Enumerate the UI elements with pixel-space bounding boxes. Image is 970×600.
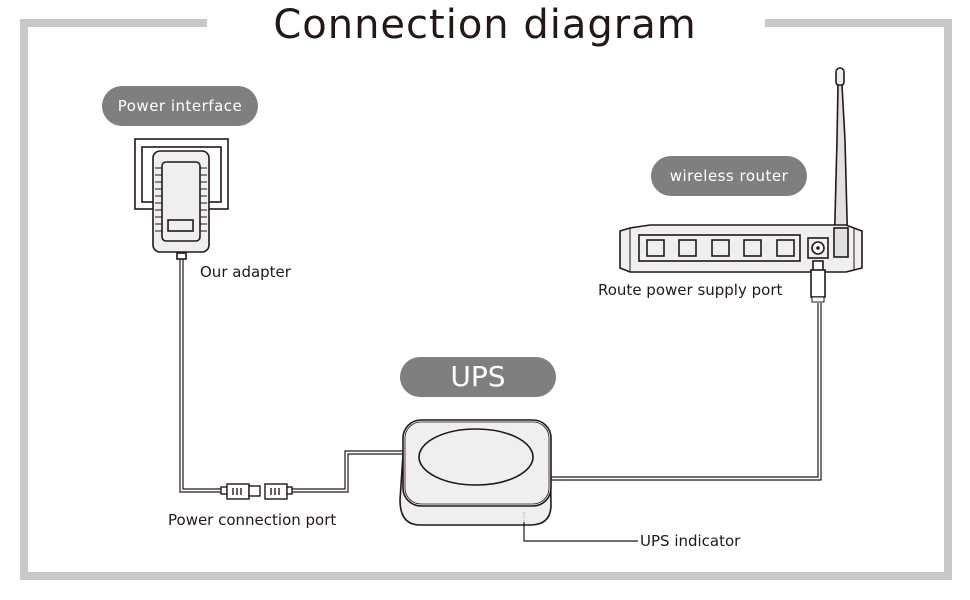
power-interface-badge: Power interface	[102, 86, 258, 126]
wireless-router-badge: wireless router	[651, 156, 807, 196]
connector-male	[226, 483, 250, 500]
our-adapter-label: Our adapter	[200, 263, 291, 281]
lan-port-3	[711, 239, 730, 257]
lan-port-4	[743, 239, 762, 257]
connector-female-tip	[286, 486, 293, 495]
antenna-base	[833, 227, 849, 258]
wireless-router	[619, 67, 863, 303]
adapter-grips	[155, 167, 207, 232]
power-connection-port	[220, 483, 293, 500]
ups-device	[399, 419, 552, 526]
ups-indicator-label: UPS indicator	[640, 532, 741, 550]
page-title: Connection diagram	[273, 2, 697, 48]
lan-port-2	[678, 239, 697, 257]
ups-badge: UPS	[400, 357, 556, 397]
adapter-window	[167, 219, 194, 232]
connector-male-tip	[220, 486, 228, 495]
antenna-top	[835, 67, 845, 87]
adapter-cable	[179, 259, 225, 493]
ups-input-cable	[292, 450, 404, 493]
connector-female	[264, 483, 288, 500]
frame	[20, 19, 952, 580]
power-adapter	[134, 138, 229, 260]
power-connection-port-label: Power connection port	[168, 511, 337, 529]
router-power-plug	[810, 269, 826, 298]
lan-port-5	[776, 239, 795, 257]
ups-output-cable	[551, 303, 822, 481]
adapter-plug-tip	[176, 252, 187, 260]
ups-indicator-leader	[523, 522, 638, 542]
ups-top-ellipse	[418, 428, 534, 486]
connector-male-pin	[248, 485, 261, 497]
frame-left	[20, 19, 952, 580]
lan-port-1	[646, 239, 665, 257]
route-power-supply-port-label: Route power supply port	[598, 281, 783, 299]
